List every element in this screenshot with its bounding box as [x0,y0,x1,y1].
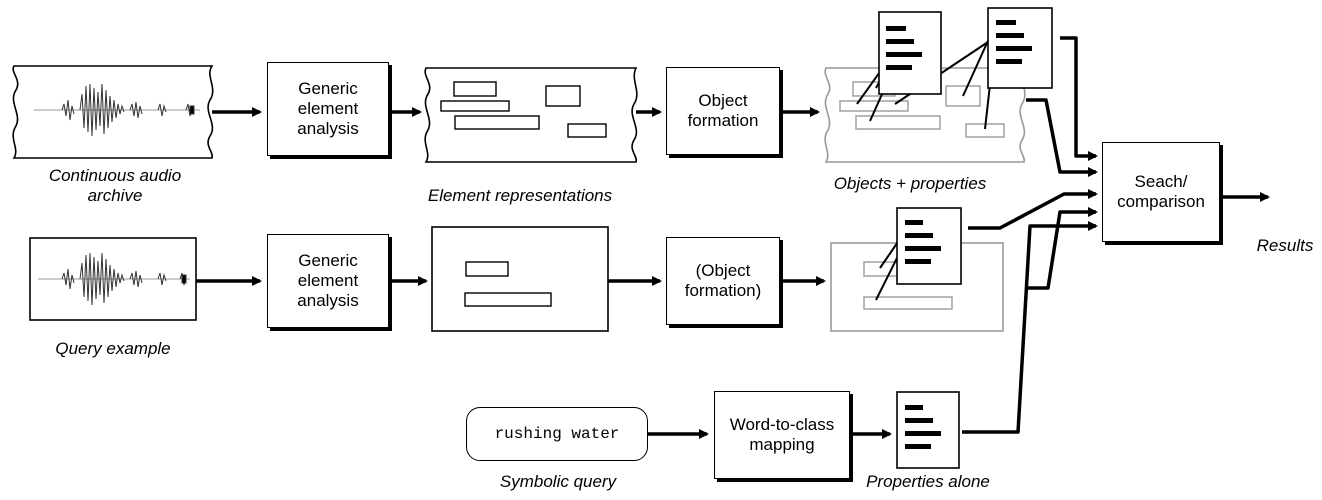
waveform-icon [38,252,190,306]
property-document-icon [878,11,942,95]
arrow [1060,36,1098,161]
converging-arrows [962,36,1098,434]
element-representations-sheet [424,67,638,163]
property-document-icon [987,7,1053,89]
symbolic-query-input: rushing water [466,407,648,461]
caption-continuous-audio-archive: Continuous audio archive [48,166,182,205]
arrow [1026,207,1098,290]
caption-objects-properties: Objects + properties [833,174,987,193]
word-to-class-mapping-box: Word-to-class mapping [714,391,850,479]
search-comparison-box: Seach/ comparison [1102,142,1220,242]
caption-query-example: Query example [55,339,171,358]
object-formation-box: Object formation [666,67,780,155]
generic-element-analysis-box: Generic element analysis [267,62,389,156]
caption-properties-alone: Properties alone [866,472,990,491]
properties-alone-document-icon [896,391,960,469]
query-element-box [431,226,609,332]
flow-arrows [196,107,1270,439]
continuous-audio-archive-sheet [12,65,214,159]
waveform-icon [34,83,200,137]
objects-properties-sheet [824,7,1053,163]
caption-symbolic-query: Symbolic query [499,472,617,491]
property-document-icon [896,207,962,285]
generic-element-analysis-query-box: Generic element analysis [267,234,389,328]
arrow [968,189,1098,230]
caption-results: Results [1256,236,1314,255]
object-formation-query-box: (Object formation) [666,237,780,325]
query-objects-box [830,207,1004,332]
query-example-box [29,237,197,321]
arrow [962,221,1098,434]
caption-element-representations: Element representations [427,186,613,205]
arrow [1026,98,1098,177]
